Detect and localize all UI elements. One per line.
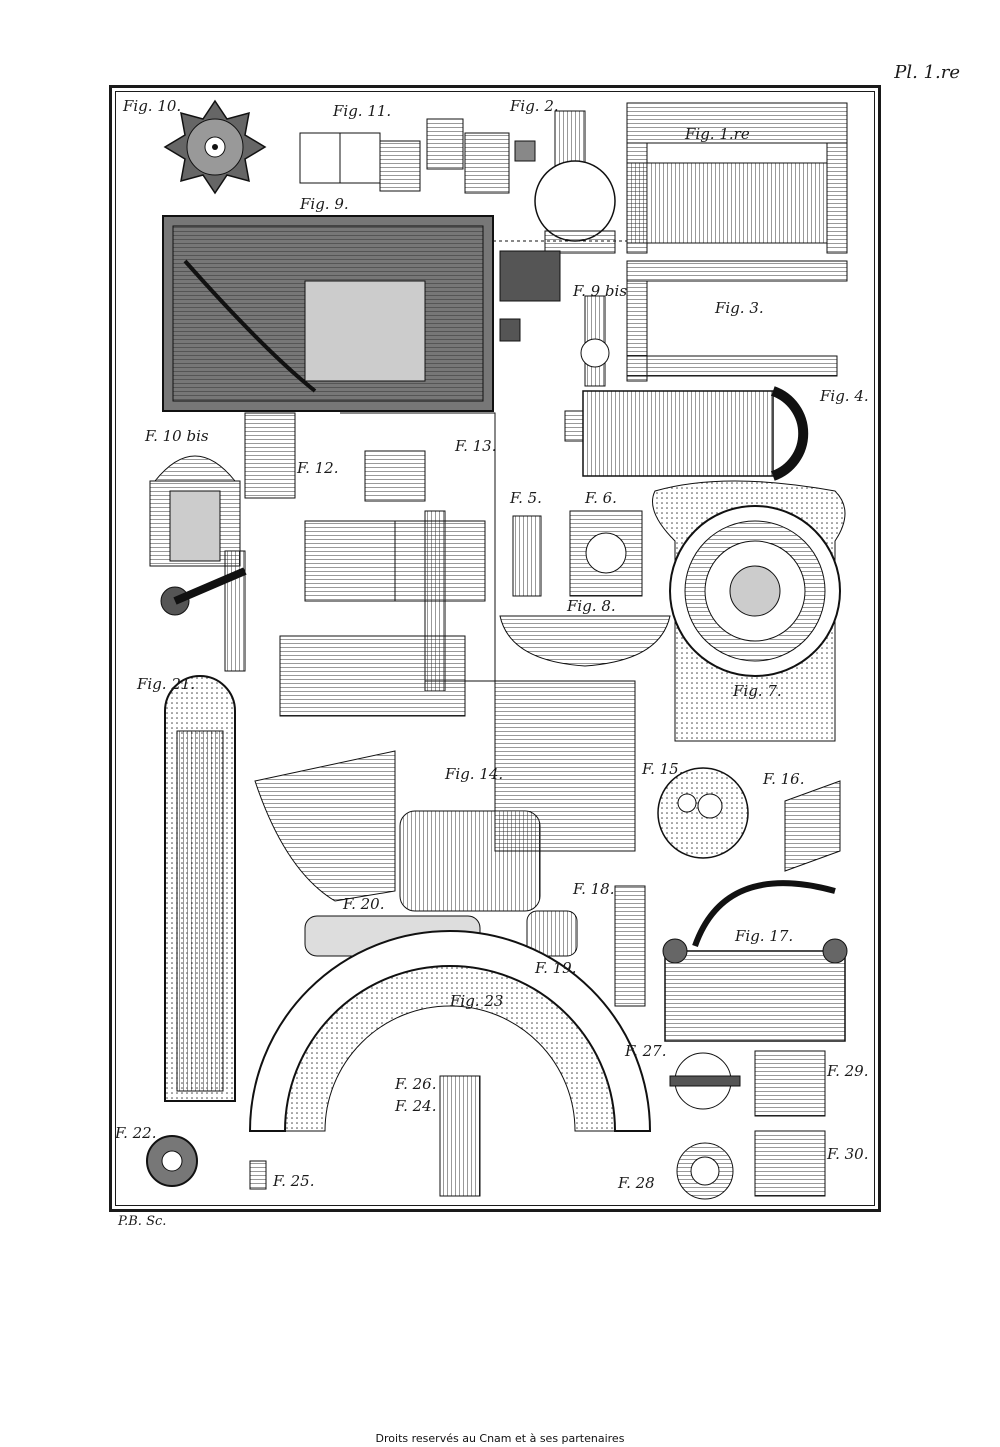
figure-label: Fig. 11. (332, 102, 391, 120)
figure-label: F. 16. (762, 770, 804, 788)
figure-label: Fig. 1.re (684, 125, 750, 143)
figure-label: F. 18. (572, 880, 614, 898)
central-lever-assembly (160, 520, 486, 717)
fig-15-wheel (657, 767, 749, 859)
figure-label: F. 26. (394, 1075, 436, 1093)
figure-label: F. 13. (454, 437, 496, 455)
fig-30-socket (754, 1130, 826, 1197)
figure-label: F. 5. (509, 489, 542, 507)
figure-label: Fig. 7. (732, 682, 782, 700)
fig-9-bis-gear (580, 295, 610, 387)
figure-label: F. 29. (826, 1062, 868, 1080)
fig-3-frame (626, 260, 848, 382)
figure-label: Fig. 8. (566, 597, 616, 615)
fig-16-bar (784, 780, 841, 872)
figure-label: Fig. 9. (299, 195, 349, 213)
figure-label: Fig. 23 (449, 992, 503, 1010)
fig-22-gear (146, 1135, 198, 1187)
fig-23-arc (248, 930, 652, 1132)
figure-label: Fig. 4. (819, 387, 869, 405)
fig-4-drum (564, 386, 809, 481)
figure-label: F. 6. (584, 489, 617, 507)
fig-2-crank-wheel (534, 110, 616, 254)
figure-label: Fig. 2. (509, 97, 559, 115)
fig-17-grid-box (662, 880, 848, 1042)
figure-label: F. 24. (394, 1097, 436, 1115)
figure-label: F. 25. (272, 1172, 314, 1190)
fig-12-bracket (244, 412, 296, 499)
fig-8-boat (499, 615, 671, 667)
figure-label: F. 27. (624, 1042, 666, 1060)
figure-label: Fig. 3. (714, 299, 764, 317)
fig-9-mechanism-box (162, 215, 561, 412)
fig-11-card-strip (299, 118, 536, 194)
fig-10-star-wheel (163, 99, 267, 195)
fig-10-bis-lantern (149, 455, 241, 567)
fig-25-block (249, 1160, 267, 1190)
fig-21-tube (164, 675, 236, 1102)
figure-label: Fig. 10. (122, 97, 181, 115)
figure-label: Fig. 21. (136, 675, 195, 693)
fig-18-clamp (614, 885, 646, 1007)
fig-27-disc (669, 1052, 741, 1110)
fig-26-bar (439, 1075, 481, 1197)
fig-29-socket (754, 1050, 826, 1117)
fig-5-block (512, 515, 542, 597)
figure-label: F. 10 bis (144, 427, 209, 445)
figure-label: Fig. 14. (444, 765, 503, 783)
fig-28-ring (676, 1142, 734, 1200)
figure-label: F. 15. (641, 760, 683, 778)
figure-label: Fig. 17. (734, 927, 793, 945)
fig-7-dial (652, 480, 846, 742)
figure-label: F. 9 bis (572, 282, 627, 300)
fig-14-drum-assembly (254, 680, 636, 912)
figure-label: F. 20. (342, 895, 384, 913)
figure-label: F. 12. (296, 459, 338, 477)
engraver-signature: P.B. Sc. (118, 1214, 167, 1229)
fig-1-frame (445, 102, 848, 254)
plate-frame-outer (109, 85, 881, 1212)
figure-label: F. 22. (115, 1124, 156, 1142)
figure-label: F. 19. (534, 959, 576, 977)
copyright-credit: Droits reservés au Cnam et à ses partena… (375, 1432, 625, 1445)
figure-label: F. 30. (826, 1145, 868, 1163)
fig-19-spool (526, 910, 578, 957)
figure-label: F. 28 (617, 1174, 655, 1192)
plate-number: Pl. 1.re (894, 62, 960, 83)
plate-frame-inner (115, 91, 875, 1206)
fig-6-cylinder (569, 510, 643, 597)
